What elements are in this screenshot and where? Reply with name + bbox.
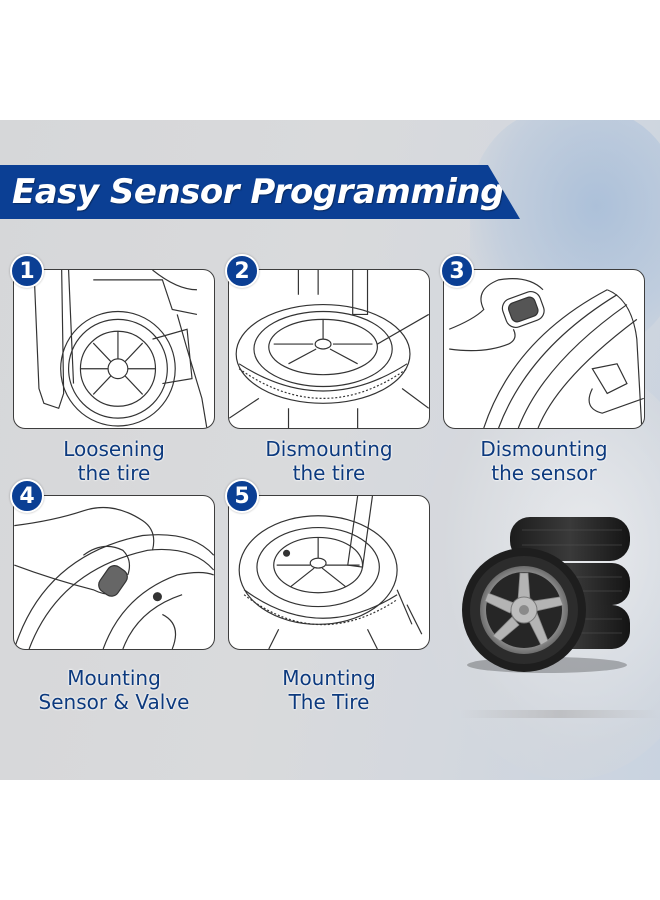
step-3-caption: Dismounting the sensor	[443, 437, 645, 485]
step-4-illustration	[13, 495, 215, 650]
step-1-badge: 1	[10, 254, 44, 288]
tire-on-changer-with-lever-icon	[229, 270, 429, 428]
tire-mounting-on-changer-icon	[238, 496, 423, 649]
step-2-badge: 2	[225, 254, 259, 288]
step-4-caption-line1: Mounting	[67, 666, 161, 690]
step-1-illustration	[13, 269, 215, 429]
tire-stack-image	[452, 505, 642, 675]
background-shadow	[460, 710, 660, 718]
tire-stack-icon	[462, 517, 630, 673]
step-5-caption: Mounting The Tire	[228, 666, 430, 714]
step-2-caption-line2: the tire	[292, 461, 366, 485]
step-4-badge: 4	[10, 479, 44, 513]
step-5-illustration	[228, 495, 430, 650]
hand-installing-tpms-sensor-icon	[14, 506, 214, 649]
step-3-caption-line1: Dismounting	[480, 437, 608, 461]
title-banner: Easy Sensor Programming	[0, 165, 520, 219]
step-4-caption-line2: Sensor & Valve	[38, 690, 190, 714]
step-5-caption-line1: Mounting	[282, 666, 376, 690]
step-2-illustration	[228, 269, 430, 429]
step-2-caption: Dismounting the tire	[228, 437, 430, 485]
step-5-badge: 5	[225, 479, 259, 513]
step-3-caption-line2: the sensor	[491, 461, 597, 485]
step-5-caption-line2: The Tire	[288, 690, 370, 714]
step-4-caption: Mounting Sensor & Valve	[13, 666, 215, 714]
step-2-caption-line1: Dismounting	[265, 437, 393, 461]
infographic: Easy Sensor Programming	[0, 120, 660, 780]
step-1-caption-line2: the tire	[77, 461, 151, 485]
step-1-caption-line1: Loosening	[63, 437, 165, 461]
step-3-illustration	[443, 269, 645, 429]
tire-changer-bead-breaker-icon	[33, 270, 208, 428]
step-3-badge: 3	[440, 254, 474, 288]
page-title: Easy Sensor Programming	[12, 172, 504, 212]
step-1-caption: Loosening the tire	[13, 437, 215, 485]
hand-removing-tpms-sensor-icon	[448, 278, 644, 428]
